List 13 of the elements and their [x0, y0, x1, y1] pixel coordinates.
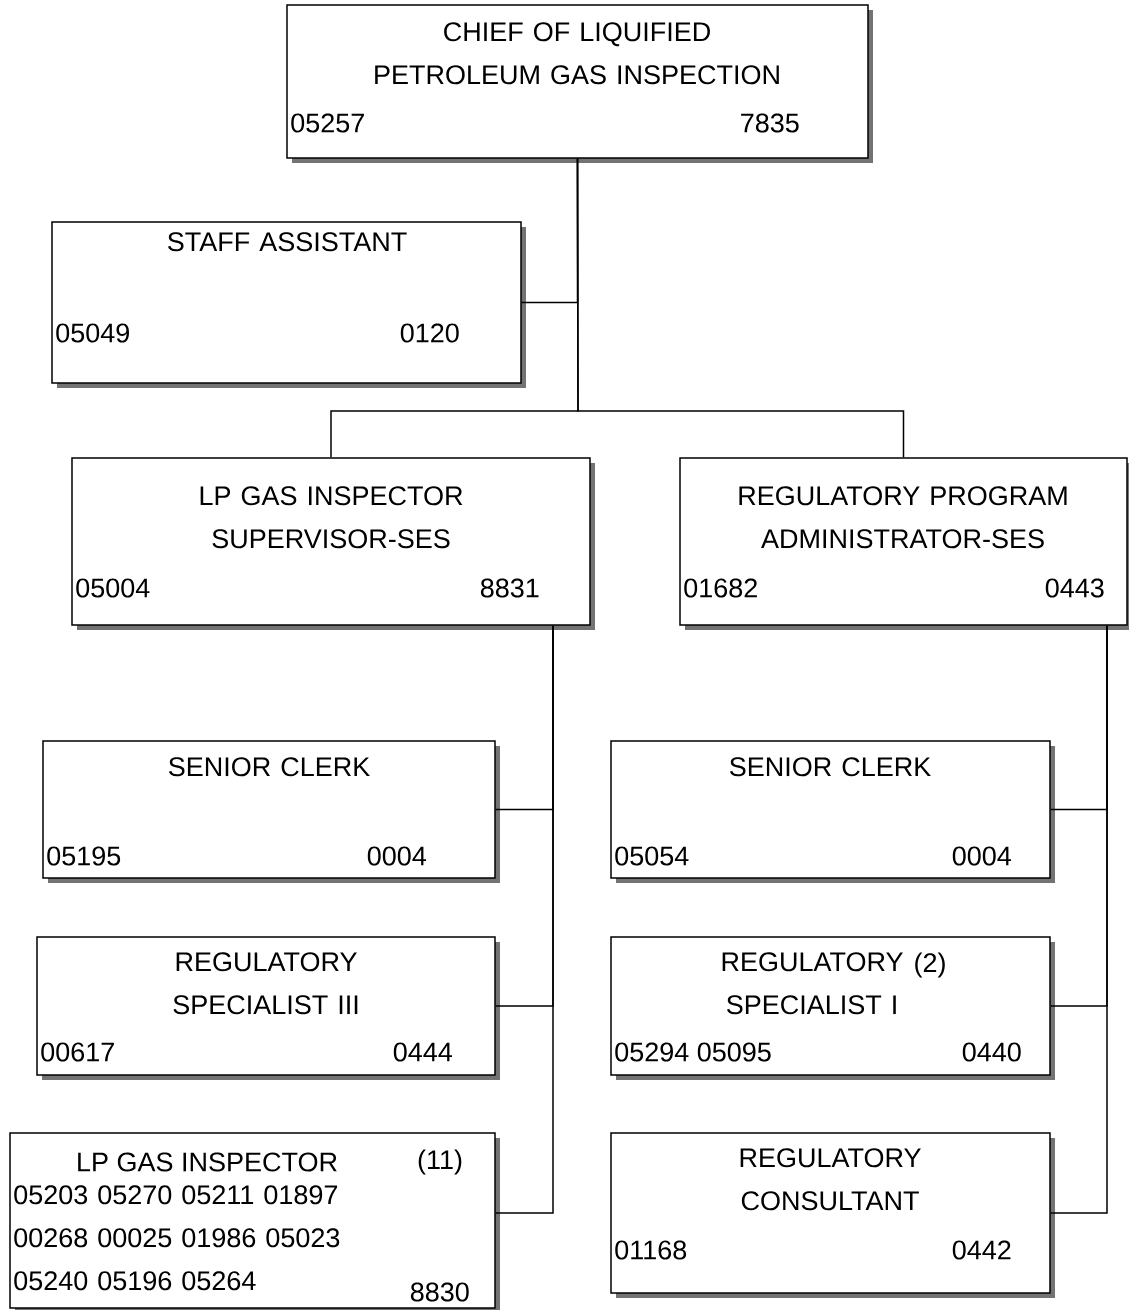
position-box: LP GAS INSPECTOR SUPERVISOR-SES 05004 8831: [71, 457, 595, 630]
position-box: LP GAS INSPECTOR (11) 05203 05270 05211 01897 00268 00025 01986 05023 05240 05196 05264 8830: [9, 1132, 500, 1310]
connector-line: [495, 625, 554, 1214]
position-box: SENIOR CLERK 05195 0004: [42, 740, 500, 883]
connector-line: [1050, 625, 1108, 1214]
position-box: REGULATORY PROGRAM ADMINISTRATOR-SES 01682 0443: [679, 457, 1129, 630]
position-box: REGULATORY SPECIALIST I (2) 05294 05095 0440: [610, 936, 1055, 1080]
position-box: STAFF ASSISTANT 05049 0120: [51, 221, 526, 388]
position-box: SENIOR CLERK 05054 0004: [610, 740, 1055, 883]
connector-line: [576, 158, 905, 458]
position-box: REGULATORY SPECIALIST III 00617 0444: [36, 936, 500, 1080]
position-box: REGULATORY CONSULTANT 01168 0442: [610, 1132, 1055, 1298]
position-box: CHIEF OF LIQUIFIED PETROLEUM GAS INSPECTION 05257 7835: [286, 4, 873, 163]
